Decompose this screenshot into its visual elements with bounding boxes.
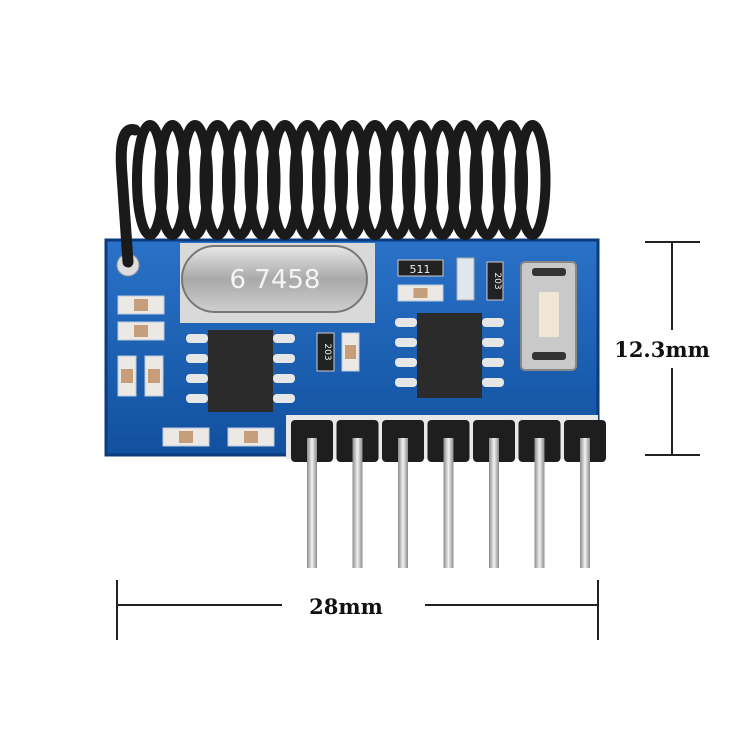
switch-leg-top [532, 268, 566, 276]
ic-pin [482, 318, 504, 327]
capacitor-body [345, 345, 356, 359]
ic-pin [395, 338, 417, 347]
header-pin [398, 440, 408, 568]
ic-pin [186, 394, 208, 403]
smd-components [117, 284, 444, 447]
header-pin [580, 440, 590, 568]
header-pin-top [489, 438, 499, 462]
capacitor-body [134, 299, 148, 311]
ic-pin [186, 374, 208, 383]
ic-pins [186, 318, 504, 403]
ic-pin [186, 334, 208, 343]
capacitor-body [413, 288, 428, 298]
resistor-203-a [486, 261, 504, 301]
header-pin-top [307, 438, 317, 462]
height-dimension [645, 241, 700, 456]
capacitor-body [134, 325, 148, 337]
crystal-oscillator [181, 245, 368, 313]
switch-leg-bottom [532, 352, 566, 360]
header-pin-top [534, 438, 545, 462]
resistor-marking-203-a: 203 [492, 272, 502, 289]
header-pin-top [352, 438, 363, 462]
header-pin [352, 440, 363, 568]
ic-pin [273, 374, 295, 383]
antenna-lead [115, 124, 141, 268]
header-pin-top [398, 438, 408, 462]
ic-chip-right [417, 313, 482, 398]
switch-button [539, 292, 559, 337]
resistor-marking-203-b: 203 [322, 343, 332, 360]
ic-chip-left [208, 330, 273, 412]
header-housing [291, 420, 606, 462]
resistor-203-b [316, 332, 335, 372]
width-dimension [116, 580, 599, 640]
ic-pin [395, 378, 417, 387]
ic-pin [395, 358, 417, 367]
ic-pin [482, 378, 504, 387]
coiled-antenna [132, 120, 551, 240]
header-pin-top [580, 438, 590, 462]
ic-pin [273, 354, 295, 363]
header-pin [443, 440, 454, 568]
header-pins [307, 440, 590, 568]
height-dimension-label: 12.3mm [614, 337, 710, 362]
capacitor-body [148, 369, 160, 383]
resistor-511 [397, 259, 444, 277]
ic-pin [273, 334, 295, 343]
coil-turn [514, 120, 551, 240]
capacitor-body [179, 431, 193, 443]
header-pin [307, 440, 317, 568]
ic-pin [395, 318, 417, 327]
ic-pin [482, 338, 504, 347]
header-pin [534, 440, 545, 568]
header-pin [489, 440, 499, 568]
ic-pin [186, 354, 208, 363]
capacitor-body [244, 431, 258, 443]
led [456, 257, 475, 301]
header-pin-top [443, 438, 454, 462]
ic-pin [273, 394, 295, 403]
width-dimension-label: 28mm [309, 594, 383, 619]
capacitor-body [121, 369, 133, 383]
ic-pin [482, 358, 504, 367]
crystal-marking: 6 7458 [230, 265, 321, 295]
resistor-marking-511: 511 [410, 263, 431, 276]
